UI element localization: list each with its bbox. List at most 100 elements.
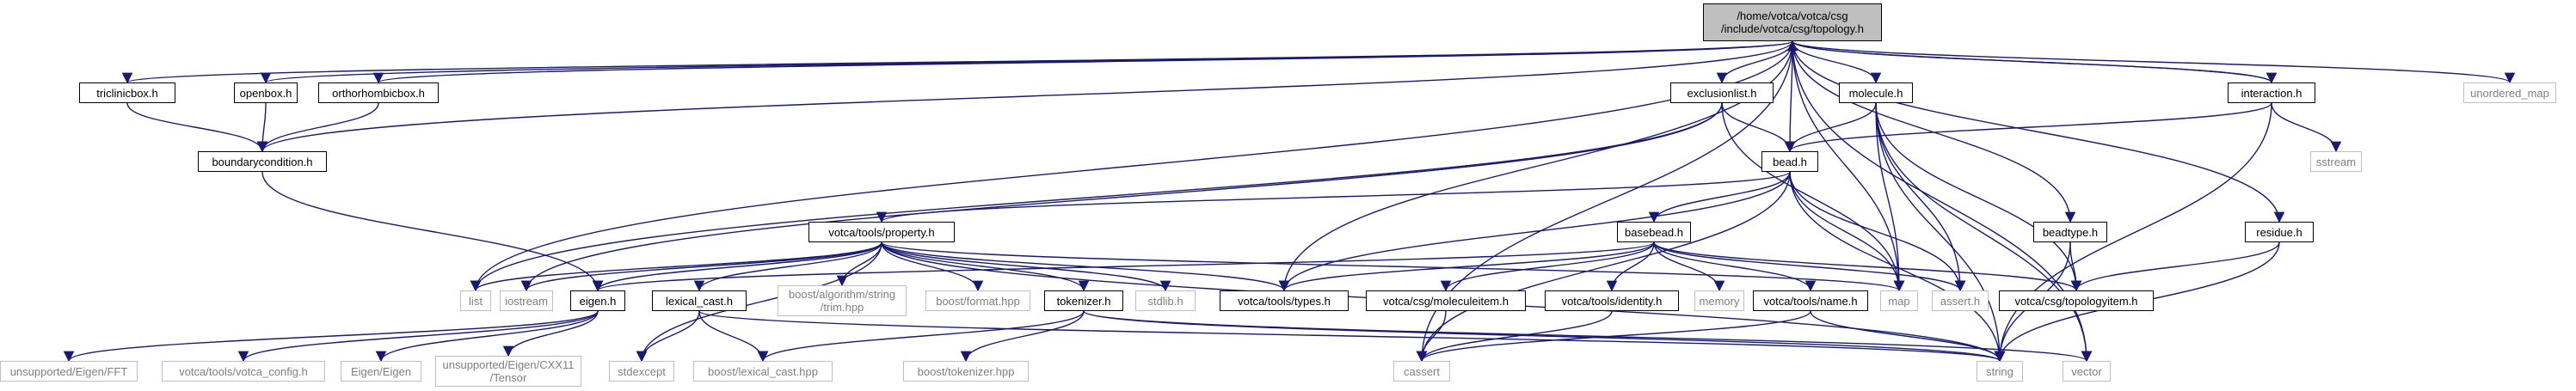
edge-property_h-to-lexical_cast_h xyxy=(693,241,882,292)
node-lexical-cast-h[interactable]: lexical_cast.h xyxy=(652,290,747,311)
edge-tokenizer_h-to-vector xyxy=(1083,310,2092,363)
edge-topology_h-to-boundarycondition_h xyxy=(257,40,1793,153)
edge-interaction_h-to-topology_h xyxy=(1786,40,2272,83)
edge-tokenizer_h-to-string xyxy=(1083,310,2005,363)
node-memory: memory xyxy=(1694,290,1744,311)
node-map: map xyxy=(1880,290,1918,311)
edge-property_h-to-iostream xyxy=(520,241,882,292)
node-name-h[interactable]: votca/tools/name.h xyxy=(1753,290,1868,311)
edge-tokenizer_h-to-boost_tokenizer xyxy=(960,310,1085,363)
edge-molecule_h-to-bead_h xyxy=(1784,102,1877,153)
edge-lexical_cast_h-to-stdexcept xyxy=(636,310,700,363)
node-tokenizer-h[interactable]: tokenizer.h xyxy=(1044,290,1123,311)
edge-property_h-to-eigen_h xyxy=(592,241,882,292)
node-beadtype-h[interactable]: beadtype.h xyxy=(2033,222,2107,242)
node-boost-format: boost/format.hpp xyxy=(925,290,1030,311)
node-boundarycondition-h[interactable]: boundarycondition.h xyxy=(198,151,327,172)
node-assert-h: assert.h xyxy=(1932,290,1989,311)
edge-bead_h-to-types_h xyxy=(1278,171,1791,292)
node-triclinicbox-h[interactable]: triclinicbox.h xyxy=(79,82,175,103)
edge-basebead_h-to-memory xyxy=(1653,241,1725,292)
edge-topology_h-to-unordered_map xyxy=(1792,40,2515,84)
node-boost-trim: boost/algorithm/string /trim.hpp xyxy=(778,285,907,316)
edge-basebead_h-to-moleculeitem_h xyxy=(1440,241,1655,292)
node-boost-lexical-cast: boost/lexical_cast.hpp xyxy=(693,361,833,382)
node-interaction-h[interactable]: interaction.h xyxy=(2228,82,2315,103)
edge-property_h-to-types_h xyxy=(881,241,1290,292)
edge-basebead_h-to-name_h xyxy=(1653,241,1817,292)
edge-residue_h-to-topologyitem_h xyxy=(2070,241,2280,292)
edge-topology_h-to-vector xyxy=(1792,40,2093,363)
edge-topology_h-to-orthorhombicbox_h xyxy=(373,40,1793,84)
edge-tokenizer_h-to-boost_lexical_cast xyxy=(757,310,1085,363)
node-types-h[interactable]: votca/tools/types.h xyxy=(1220,290,1349,311)
edge-bead_h-to-basebead_h xyxy=(1648,171,1791,223)
edge-topology_h-to-map xyxy=(1792,40,1905,292)
edge-property_h-to-list xyxy=(470,241,882,292)
edge-name_h-to-string xyxy=(1810,310,2006,363)
edge-topology_h-to-types_h xyxy=(1278,40,1793,292)
edge-exclusionlist_h-to-iostream xyxy=(520,102,1723,292)
node-topologyitem-h[interactable]: votca/csg/topologyitem.h xyxy=(1999,290,2154,311)
node-identity-h[interactable]: votca/tools/identity.h xyxy=(1545,290,1679,311)
edge-topology_h-to-molecule_h xyxy=(1792,40,1882,84)
node-residue-h[interactable]: residue.h xyxy=(2245,222,2314,242)
node-eigen-fft: unsupported/Eigen/FFT xyxy=(0,361,138,382)
edge-interaction_h-to-bead_h xyxy=(1784,102,2272,153)
edge-bead_h-to-string xyxy=(1789,171,2006,363)
edge-triclinicbox_h-to-boundarycondition_h xyxy=(126,102,268,153)
node-basebead-h[interactable]: basebead.h xyxy=(1617,222,1691,242)
edge-molecule_h-to-vector xyxy=(1875,102,2093,363)
edge-identity_h-to-cassert xyxy=(1416,310,1613,363)
node-string: string xyxy=(1977,361,2023,382)
node-stdlib-h: stdlib.h xyxy=(1135,290,1196,311)
edge-molecule_h-to-string xyxy=(1875,102,2006,363)
edge-property_h-to-stdexcept xyxy=(636,241,882,363)
edge-topology_h-to-bead_h xyxy=(1784,40,1796,153)
node-moleculeitem-h[interactable]: votca/csg/moleculeitem.h xyxy=(1366,290,1526,311)
node-boost-tokenizer: boost/tokenizer.hpp xyxy=(903,361,1029,382)
edge-lexical_cast_h-to-string xyxy=(698,310,2005,363)
edge-interaction_h-to-string xyxy=(1994,102,2272,363)
edge-openbox_h-to-boundarycondition_h xyxy=(256,102,268,153)
edge-property_h-to-stdlib_h xyxy=(881,241,1171,292)
edge-property_h-to-map xyxy=(881,241,1904,292)
edge-molecule_h-to-map xyxy=(1875,102,1905,292)
node-votca-config-h: votca/tools/votca_config.h xyxy=(162,361,325,382)
edge-eigen_h-to-eigen_eigen xyxy=(375,310,599,363)
node-molecule-h[interactable]: molecule.h xyxy=(1839,82,1913,103)
edge-boundarycondition_h-to-eigen_h xyxy=(261,171,604,292)
edge-molecule_h-to-topologyitem_h xyxy=(1875,102,2082,292)
edge-eigen_h-to-votca_config_h xyxy=(237,310,599,363)
node-property-h[interactable]: votca/tools/property.h xyxy=(808,222,955,242)
node-orthorhombicbox-h[interactable]: orthorhombicbox.h xyxy=(318,82,439,103)
edge-topology_h-to-openbox_h xyxy=(261,40,1793,84)
edge-topology_h-to-beadtype_h xyxy=(1792,40,2076,223)
edge-basebead_h-to-types_h xyxy=(1278,241,1655,292)
edge-basebead_h-to-identity_h xyxy=(1606,241,1655,292)
edge-eigen_h-to-eigen_fft xyxy=(63,310,599,363)
node-topology-h: /home/votca/votca/csg /include/votca/csg… xyxy=(1703,3,1882,41)
node-exclusionlist-h[interactable]: exclusionlist.h xyxy=(1670,82,1774,103)
node-eigen-tensor: unsupported/Eigen/CXX11 /Tensor xyxy=(435,356,581,387)
edge-name_h-to-cassert xyxy=(1416,310,1811,363)
node-list: list xyxy=(460,290,491,311)
node-openbox-h[interactable]: openbox.h xyxy=(234,82,298,103)
edge-bead_h-to-assert_h xyxy=(1789,171,1966,292)
node-vector: vector xyxy=(2063,361,2111,382)
edge-interaction_h-to-sstream xyxy=(2271,102,2342,153)
edge-basebead_h-to-assert_h xyxy=(1653,241,1966,292)
edge-property_h-to-boost_format xyxy=(881,241,984,292)
edge-topology_h-to-residue_h xyxy=(1792,40,2285,223)
edge-topology_h-to-list xyxy=(470,40,1793,292)
edge-lexical_cast_h-to-boost_lexical_cast xyxy=(698,310,769,363)
edge-eigen_h-to-eigen_tensor xyxy=(502,310,599,357)
edge-molecule_h-to-assert_h xyxy=(1875,102,1966,292)
node-bead-h[interactable]: bead.h xyxy=(1761,151,1818,172)
edge-orthorhombicbox_h-to-boundarycondition_h xyxy=(256,102,379,153)
node-iostream: iostream xyxy=(500,290,553,311)
edge-exclusionlist_h-to-list xyxy=(470,102,1723,292)
edge-topology_h-to-triclinicbox_h xyxy=(122,40,1793,84)
node-eigen-h[interactable]: eigen.h xyxy=(570,290,625,311)
